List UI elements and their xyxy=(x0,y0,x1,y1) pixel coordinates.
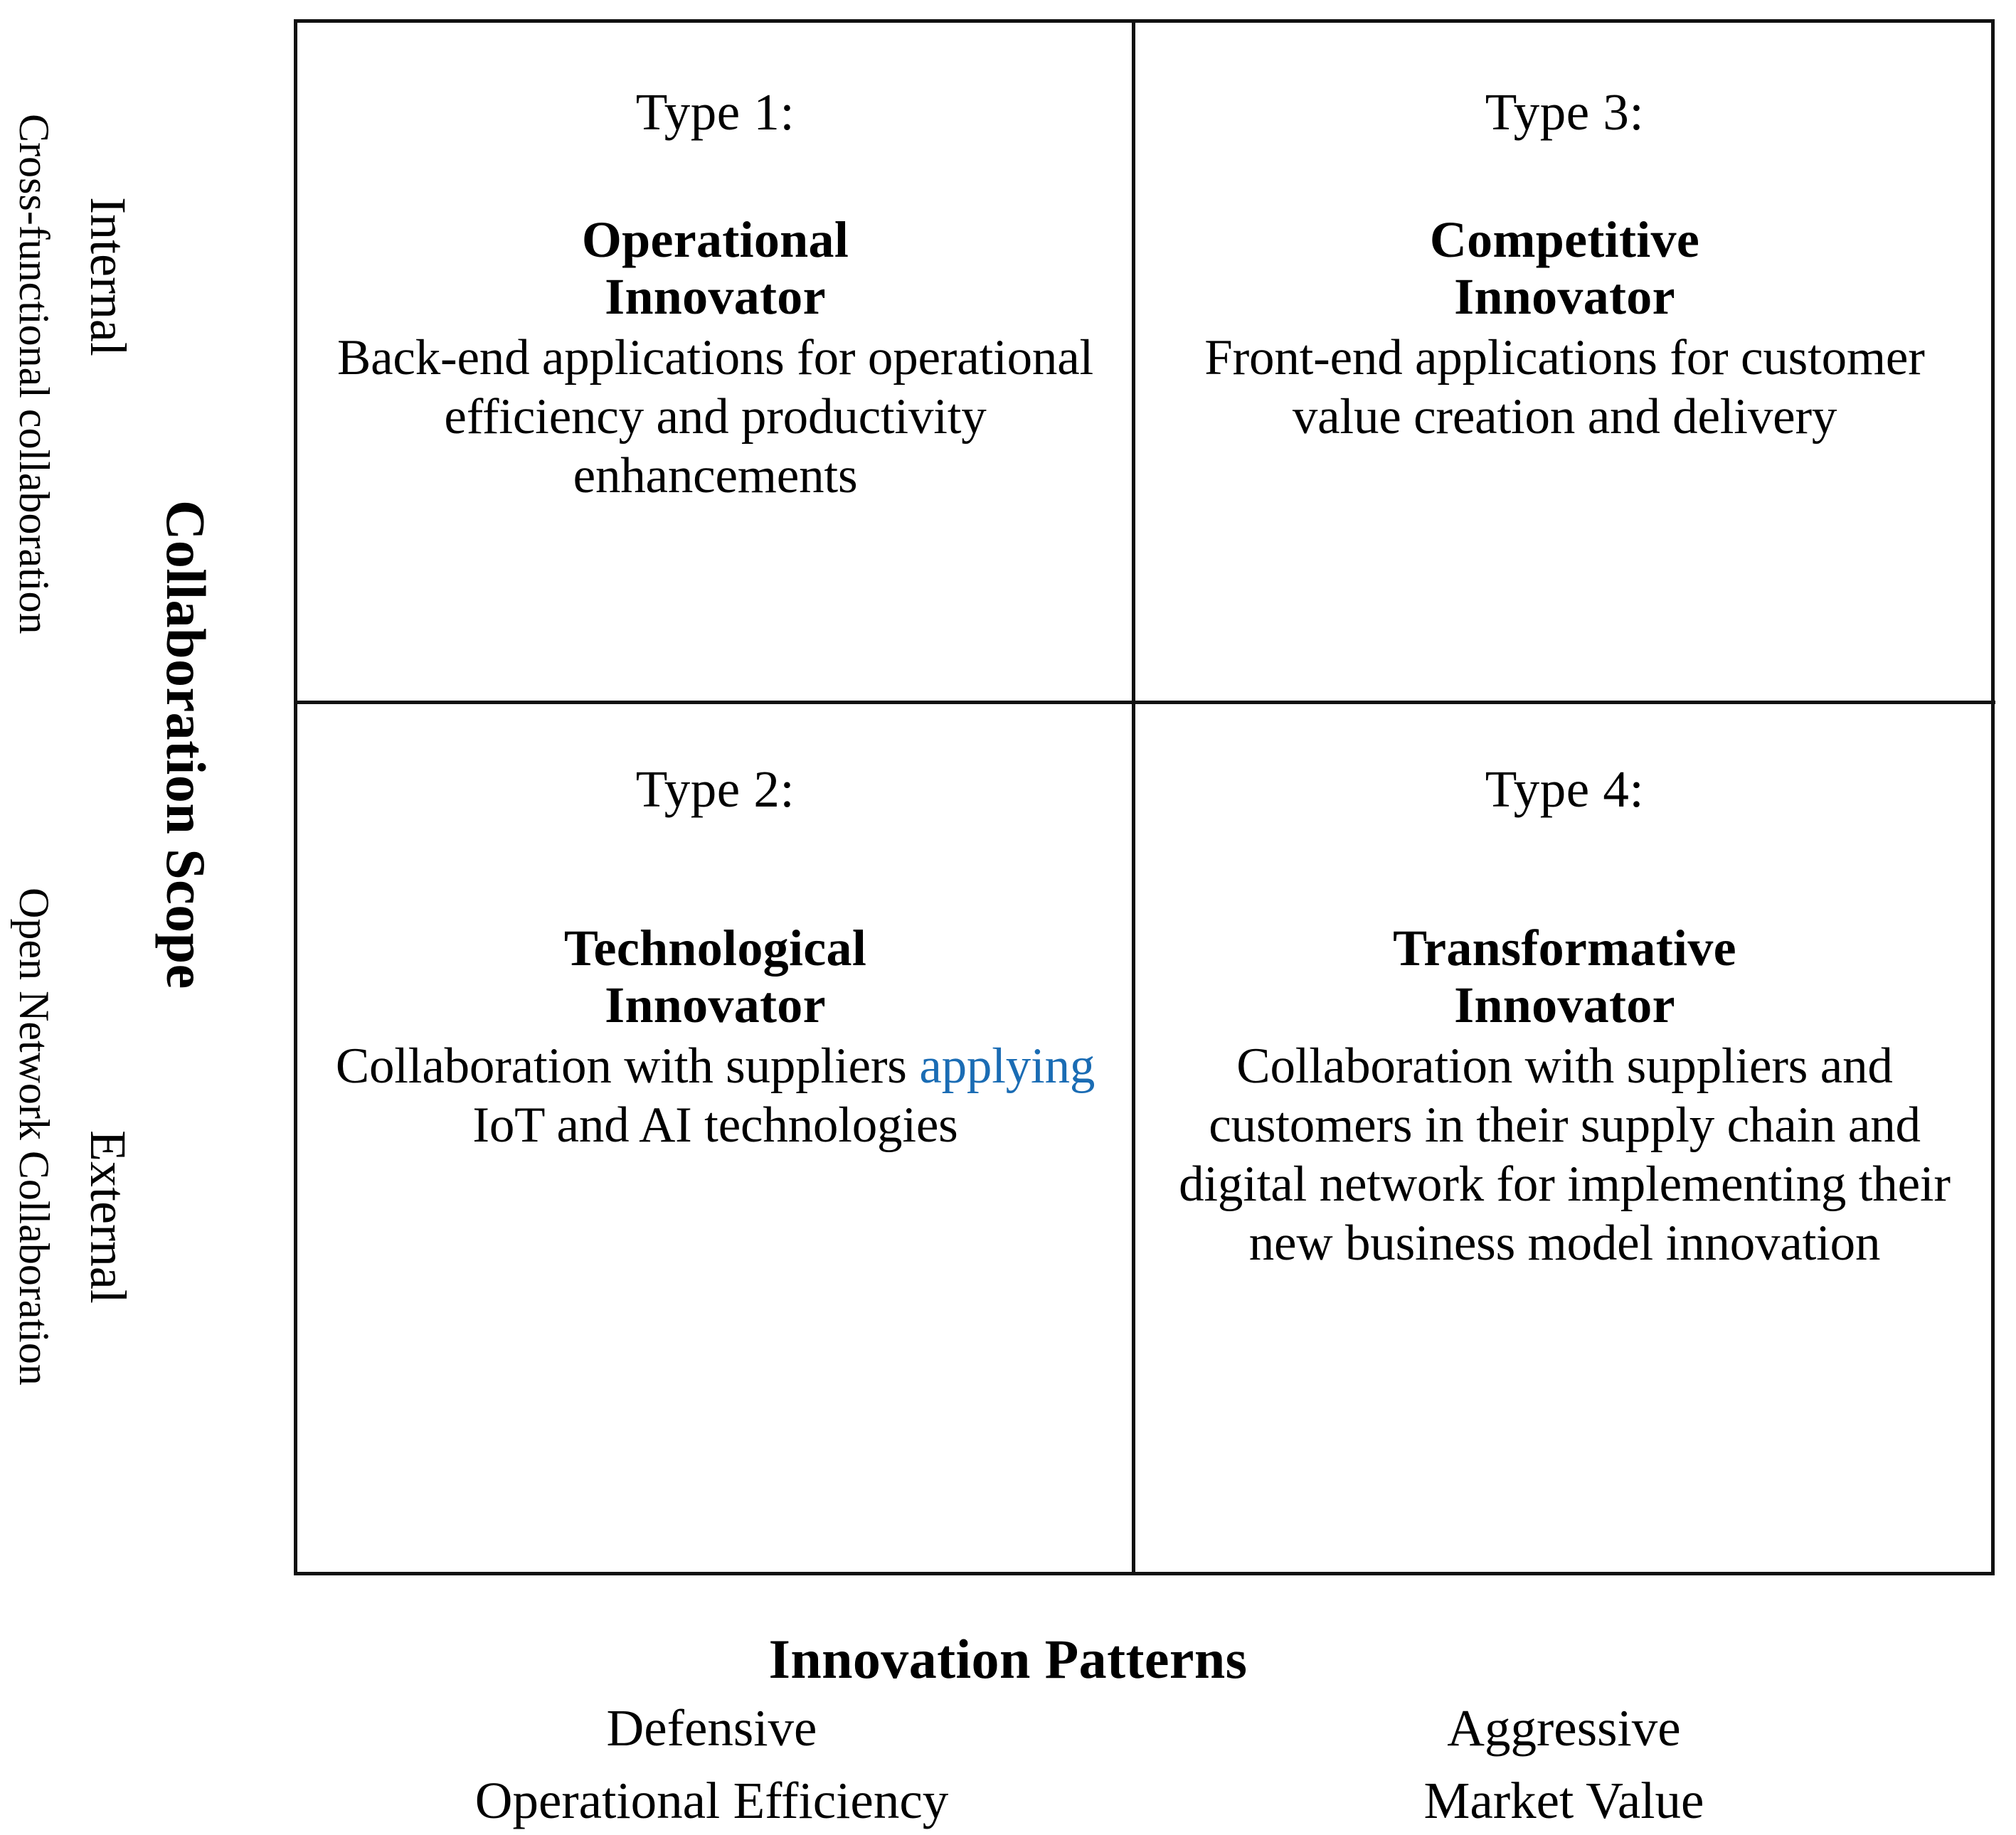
quadrant-type-2: Type 2: Technological Innovator Collabor… xyxy=(297,703,1133,1572)
quadrant-1-title-line1: Operational xyxy=(581,211,849,268)
quadrant-4-type-label: Type 4: xyxy=(1485,760,1645,818)
x-axis-right-group: Aggressive Market Value xyxy=(1133,1699,1995,1830)
two-by-two-matrix: Type 1: Operational Innovator Back-end a… xyxy=(294,19,1995,1575)
x-axis-left-sublabel: Operational Efficiency xyxy=(474,1772,949,1830)
quadrant-4-title-line1: Transformative xyxy=(1393,919,1736,977)
quadrant-2-description-part1: Collaboration with suppliers xyxy=(335,1038,907,1094)
quadrant-1-title: Operational Innovator xyxy=(319,211,1112,326)
x-axis-right-sublabel: Market Value xyxy=(1423,1772,1704,1830)
quadrant-3-type-label: Type 3: xyxy=(1485,83,1645,141)
quadrant-4-title: Transformative Innovator xyxy=(1155,920,1974,1034)
quadrant-1-description: Back-end applications for operational ef… xyxy=(336,329,1094,504)
quadrant-1-type-label: Type 1: xyxy=(635,83,795,141)
y-axis-bottom-label: External xyxy=(80,1130,137,1304)
quadrant-type-3: Type 3: Competitive Innovator Front-end … xyxy=(1134,23,1995,702)
x-axis-left-group: Defensive Operational Efficiency xyxy=(294,1699,1130,1830)
y-axis-top-sublabel: Cross-functional collaboration xyxy=(11,114,58,634)
y-axis-bottom-sublabel: Open Network Collaboration xyxy=(11,888,58,1385)
quadrant-type-4: Type 4: Transformative Innovator Collabo… xyxy=(1134,703,1995,1572)
quadrant-3-description: Front-end applications for customer valu… xyxy=(1204,329,1925,445)
quadrant-4-title-line2: Innovator xyxy=(1454,977,1675,1034)
quadrant-3-title-line1: Competitive xyxy=(1429,211,1700,268)
quadrant-2-title: Technological Innovator xyxy=(319,920,1112,1034)
y-axis-title: Collaboration Scope xyxy=(155,500,217,989)
quadrant-2-description-highlight: applying xyxy=(919,1038,1095,1094)
quadrant-3-title: Competitive Innovator xyxy=(1155,211,1974,326)
quadrant-2-title-line2: Innovator xyxy=(605,977,826,1034)
y-axis-top-label: Internal xyxy=(80,197,137,356)
x-axis-right-label: Aggressive xyxy=(1447,1699,1681,1757)
quadrant-4-description: Collaboration with suppliers and custome… xyxy=(1179,1038,1951,1272)
matrix-horizontal-divider xyxy=(297,701,1995,704)
quadrant-2-description-part2: IoT and AI technologies xyxy=(472,1097,958,1153)
quadrant-2-description: Collaboration with suppliers applying Io… xyxy=(319,1037,1112,1155)
quadrant-3-title-line2: Innovator xyxy=(1454,268,1675,326)
matrix-vertical-divider xyxy=(1132,23,1135,1572)
quadrant-1-title-line2: Innovator xyxy=(605,268,826,326)
x-axis-left-label: Defensive xyxy=(606,1699,817,1757)
quadrant-2-type-label: Type 2: xyxy=(635,760,795,818)
quadrant-2-title-line1: Technological xyxy=(563,919,867,977)
x-axis-title: Innovation Patterns xyxy=(768,1628,1248,1690)
quadrant-type-1: Type 1: Operational Innovator Back-end a… xyxy=(297,23,1133,702)
